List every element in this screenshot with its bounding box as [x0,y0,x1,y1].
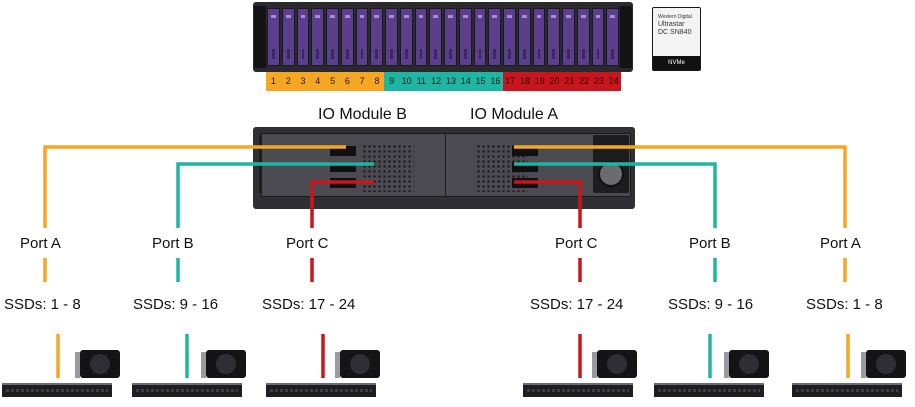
drive-number: 12 [428,72,444,91]
port-a-slot-a [512,146,538,156]
drive-number: 17 [502,72,518,91]
cable-port-a-right [514,145,847,228]
ssds-b-left-label: SSDs: 9 - 16 [133,296,219,313]
drive-bay [547,8,560,66]
gpu-card-icon [861,350,906,378]
gpu-card-icon [724,350,769,378]
drive-bay [458,8,472,66]
drive-bay [355,8,369,66]
drive-bay [503,8,516,66]
io-module-a-label: IO Module A [470,106,559,123]
ssds-b-right-label: SSDs: 9 - 16 [668,296,754,313]
io-module-b-label: IO Module B [318,106,407,123]
drive-bay [532,8,546,66]
drive-number: 22 [576,72,592,91]
drive-bay [281,8,295,66]
port-b-left-label: Port B [152,235,194,252]
chassis-right-ear [620,6,632,68]
port-b-slot-b [330,162,356,172]
cable-port-c-left [310,180,374,228]
chassis-left-ear [254,6,266,68]
drive-number: 6 [339,72,355,91]
cable-port-a-left [43,145,346,228]
gpu-card-icon [335,350,380,378]
drive-number: 1 [266,72,281,91]
drive-number: 18 [517,72,533,91]
drive-bay [429,8,442,66]
drive-bay [326,8,339,66]
ssd-brand: Western Digital [658,14,692,20]
drive-bay [399,8,413,66]
drive-number: 15 [473,72,488,91]
drive-number: 5 [325,72,340,91]
drive-number: 8 [369,72,385,91]
drive-number: 14 [458,72,474,91]
cable-port-b-right [514,162,717,228]
drive-bay [488,8,501,66]
port-b-slot-a [512,162,538,172]
drive-number: 9 [384,72,400,91]
drive-number: 10 [399,72,414,91]
drive-number: 7 [354,72,370,91]
host-server [523,383,633,397]
ssds-c-right-label: SSDs: 17 - 24 [530,296,624,313]
gpu-card-icon [201,350,246,378]
cable-port-b-left [176,162,374,228]
port-c-right-label: Port C [555,235,598,252]
port-a-left-label: Port A [20,235,61,252]
drive-bay [517,8,531,66]
drive-bay [340,8,354,66]
host-server [132,383,242,397]
drive-number: 3 [295,72,311,91]
storage-chassis-front [253,2,633,72]
port-c-left-label: Port C [286,235,329,252]
drive-bays [267,8,619,66]
drive-bay [311,8,324,66]
drive-bay [370,8,383,66]
drive-bay [414,8,428,66]
drive-bay [385,8,398,66]
drive-number: 23 [591,72,607,91]
drive-bay [591,8,605,66]
drive-bay [444,8,457,66]
port-b-right-label: Port B [689,235,731,252]
drive-number: 20 [547,72,562,91]
gpu-card-icon [75,350,120,378]
drive-bay [576,8,590,66]
drive-bay [606,8,619,66]
drive-bay [562,8,575,66]
drive-number: 2 [280,72,296,91]
drive-number: 16 [487,72,503,91]
ssd-product-image: Western Digital Ultrastar DC SN840 NVMe [652,7,701,71]
gpu-card-icon [592,350,637,378]
port-a-right-label: Port A [820,235,861,252]
host-server [792,383,902,397]
vent-grill [362,144,414,192]
host-server [654,383,764,397]
port-a-slot-b [330,146,356,156]
drive-number: 21 [561,72,577,91]
drive-number: 4 [310,72,326,91]
drive-bay [296,8,310,66]
host-server [2,383,112,397]
drive-number: 24 [606,72,622,91]
ssds-a-left-label: SSDs: 1 - 8 [4,296,81,313]
ssd-badge: NVMe [653,56,700,70]
ssds-c-left-label: SSDs: 17 - 24 [262,296,356,313]
host-server [266,383,376,397]
ssd-model: DC SN840 [658,29,692,36]
drive-number: 11 [413,72,429,91]
drive-number: 19 [532,72,548,91]
cable-port-c-right [514,180,582,228]
drive-bay [473,8,487,66]
drive-number: 13 [443,72,459,91]
drive-bay [267,8,280,66]
ssd-name: Ultrastar [658,21,685,28]
ssds-a-right-label: SSDs: 1 - 8 [806,296,883,313]
